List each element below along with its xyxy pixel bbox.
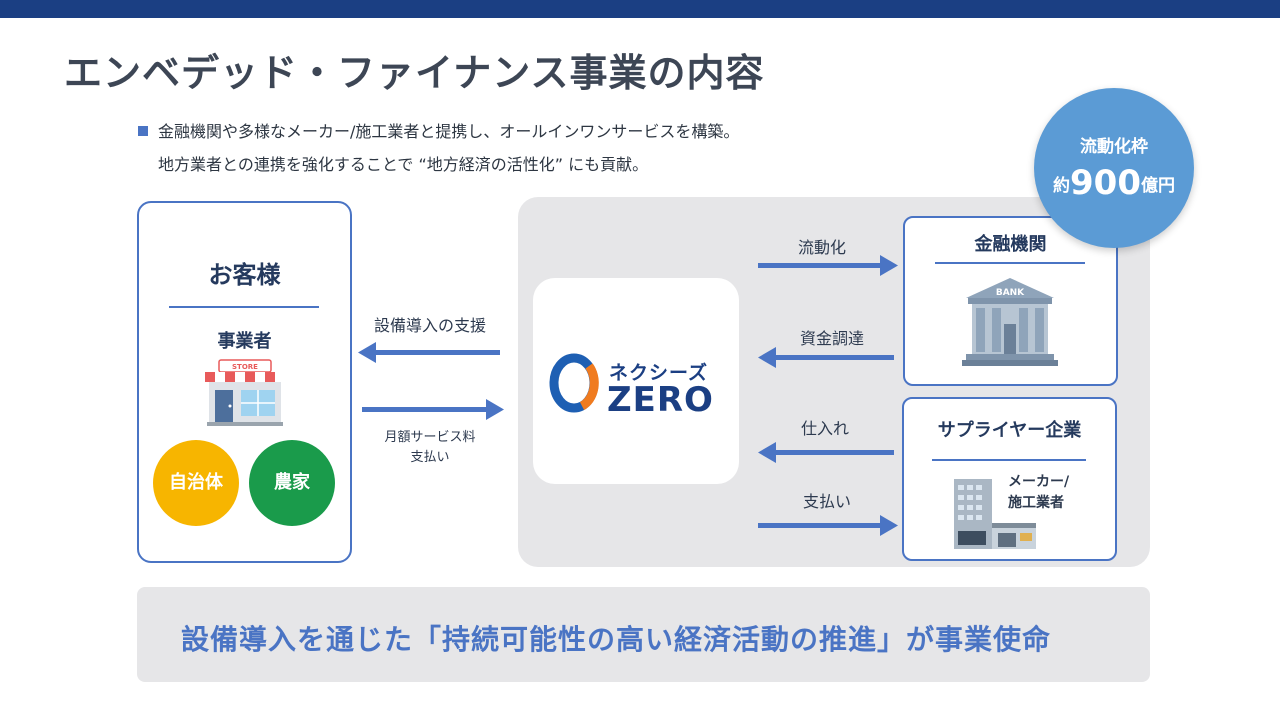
- mission-text: 設備導入を通じた「持続可能性の高い経済活動の推進」が事業使命: [181, 623, 1052, 656]
- arrow-from-supplier: [758, 442, 894, 463]
- divider: [935, 262, 1085, 264]
- support-label: 設備導入の支援: [373, 316, 486, 335]
- store-icon: STORE: [205, 359, 285, 426]
- square-bullet-icon: [138, 125, 148, 136]
- logo-kana: ネクシーズ: [609, 362, 709, 384]
- maker-installer-label: メーカー/ 施工業者: [1008, 472, 1069, 514]
- customer-box: お客様 事業者 STORE 自治体 農家: [137, 201, 352, 563]
- liquidity-badge: 流動化枠 約900億円: [1034, 88, 1194, 248]
- bullet-line-2: 地方業者との連携を強化することで “地方経済の活性化” にも貢献。: [158, 155, 649, 174]
- divider: [169, 306, 319, 308]
- bullet-line-1: 金融機関や多様なメーカー/施工業者と提携し、オールインワンサービスを構築。: [138, 118, 739, 142]
- municipality-circle: 自治体: [153, 440, 239, 526]
- arrow-to-supplier: [758, 515, 898, 536]
- payment-label: 支払い: [802, 492, 851, 511]
- arrow-from-bank: [758, 347, 894, 368]
- arrow-to-bank: [758, 255, 898, 276]
- customer-title: お客様: [208, 261, 281, 289]
- supplier-box: サプライヤー企業 メーカー/ 施工業者: [902, 397, 1117, 561]
- divider: [932, 459, 1086, 461]
- purchase-label: 仕入れ: [800, 419, 849, 438]
- badge-prefix: 約: [1053, 176, 1070, 196]
- fee-label: 月額サービス料 支払い: [362, 428, 498, 468]
- page-title: エンベデッド・ファイナンス事業の内容: [64, 51, 765, 95]
- bullet-text-1: 金融機関や多様なメーカー/施工業者と提携し、オールインワンサービスを構築。: [158, 122, 740, 141]
- badge-title: 流動化枠: [1080, 137, 1148, 157]
- bank-box: 金融機関 BANK: [903, 216, 1118, 386]
- arrow-to-zero: [362, 399, 504, 420]
- badge-unit: 億円: [1140, 176, 1175, 196]
- mission-banner: 設備導入を通じた「持続可能性の高い経済活動の推進」が事業使命: [137, 587, 1150, 682]
- nexyz-zero-card: ネクシーズ ZERO: [533, 278, 739, 484]
- badge-amount: 900: [1070, 163, 1141, 203]
- customer-subtitle: 事業者: [217, 331, 272, 352]
- badge-amount-line: 約900億円: [1034, 160, 1194, 203]
- fee-label-line1: 月額サービス料: [384, 430, 476, 445]
- bank-title: 金融機関: [974, 234, 1047, 255]
- liquidation-label: 流動化: [797, 238, 846, 257]
- supplier-title: サプライヤー企業: [937, 420, 1082, 441]
- maker-label: メーカー/: [1008, 474, 1070, 490]
- fee-label-line2: 支払い: [410, 450, 450, 465]
- zero-logo-icon: [549, 353, 599, 413]
- store-sign-text: STORE: [232, 363, 258, 371]
- top-accent-bar: [0, 0, 1280, 18]
- farmer-circle: 農家: [249, 440, 335, 526]
- funding-label: 資金調達: [799, 329, 864, 348]
- installer-label: 施工業者: [1008, 495, 1064, 511]
- factory-building-icon: [954, 479, 1036, 549]
- bank-building-icon: BANK: [962, 278, 1058, 366]
- arrow-to-customer: [358, 342, 500, 363]
- logo-word: ZERO: [607, 380, 714, 420]
- bank-sign-text: BANK: [996, 288, 1025, 298]
